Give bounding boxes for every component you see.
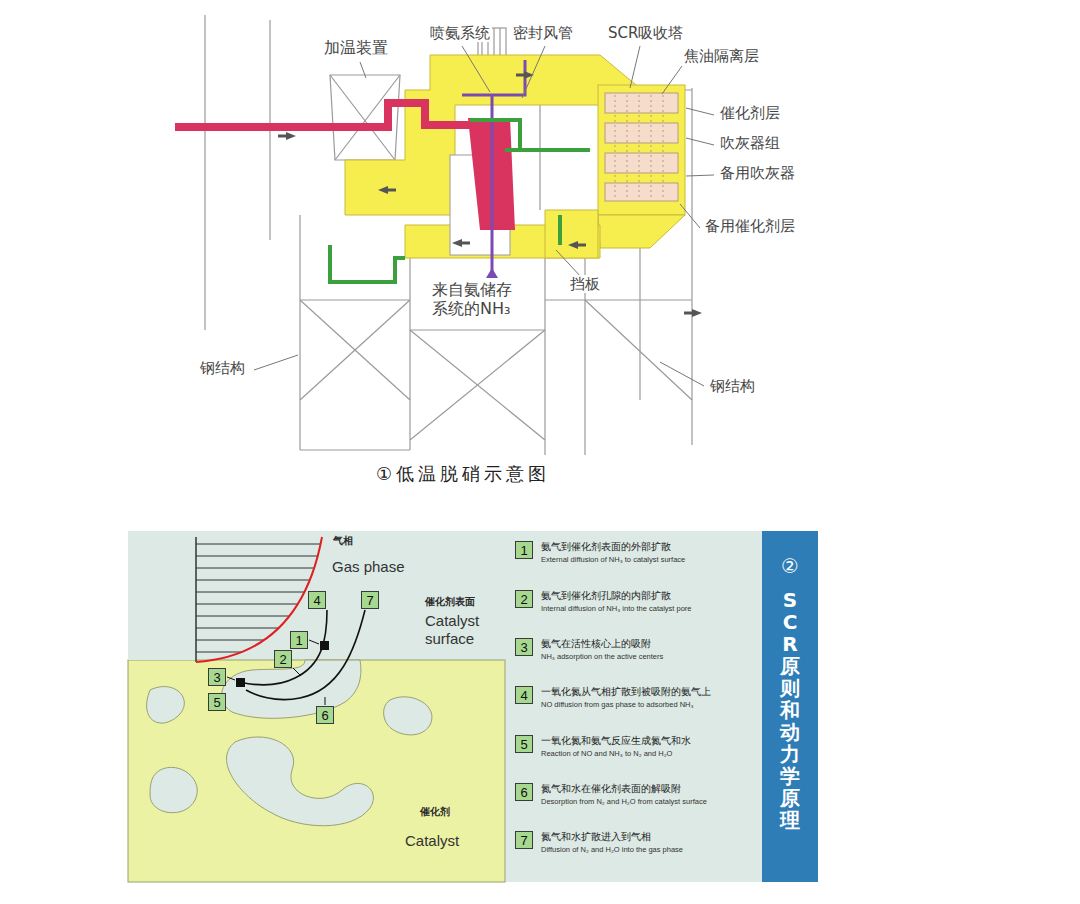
step-description: 氨气到催化剂表面的外部扩散: [541, 541, 671, 553]
step-number-box: 1: [290, 631, 308, 649]
step-description-en: Reaction of NO and NH₃ to N₂ and H₂O: [541, 749, 759, 758]
step-number: 7: [520, 834, 527, 847]
step-description: 氮气和水扩散进入到气相: [541, 831, 651, 843]
step-number: 4: [520, 689, 527, 702]
step-number-box: 2: [274, 650, 292, 668]
region-label: 催化剂表面: [425, 596, 475, 608]
step-description-en: NH₃ adsorption on the active centers: [541, 652, 759, 661]
step-description: 一氧化氮从气相扩散到被吸附的氨气上: [541, 686, 711, 698]
part-label: 吹灰器组: [718, 134, 782, 152]
step-number: 3: [520, 641, 527, 654]
step-number: 5: [520, 738, 527, 751]
step-description: 氨气在活性核心上的吸附: [541, 638, 651, 650]
step-number-box: 3: [515, 638, 533, 656]
step-number: 4: [313, 594, 320, 607]
part-label: 钢结构: [198, 359, 247, 377]
step-number-box: 5: [515, 735, 533, 753]
region-label: 催化剂: [420, 806, 450, 818]
step-description: 氨气到催化剂孔隙的内部扩散: [541, 590, 671, 602]
part-label: 焦油隔离层: [682, 47, 761, 65]
panel-number: ②: [781, 555, 799, 577]
step-number: 1: [520, 544, 527, 557]
step-number: 7: [366, 594, 373, 607]
step-description-en: Desorption from N₂ and H₂O from catalyst…: [541, 797, 759, 806]
part-label: 喷氨系统: [428, 24, 492, 42]
part-label: 来自氨储存系统的NH₃: [430, 280, 522, 318]
part-label: 密封风管: [511, 24, 575, 42]
step-description-en: NO diffusion from gas phase to adsorbed …: [541, 700, 759, 709]
step-description-en: External diffusion of NH₃ to catalyst su…: [541, 555, 759, 564]
step-number: 2: [520, 593, 527, 606]
part-label: 钢结构: [708, 377, 757, 395]
step-number-box: 3: [208, 668, 226, 686]
step-number-box: 6: [515, 783, 533, 801]
step-number-box: 4: [308, 591, 326, 609]
part-label: 加温装置: [322, 38, 390, 57]
region-label: Catalyst: [405, 832, 459, 850]
step-description: 一氧化氮和氨气反应生成氮气和水: [541, 735, 691, 747]
step-description: 氮气和水在催化剂表面的解吸附: [541, 783, 681, 795]
step-number-box: 1: [515, 541, 533, 559]
step-number: 2: [279, 653, 286, 666]
step-number: 6: [520, 786, 527, 799]
step-number-box: 4: [515, 686, 533, 704]
part-label: 备用吹灰器: [718, 164, 797, 182]
step-number-box: 7: [515, 831, 533, 849]
step-description-en: Internal diffusion of NH₃ into the catal…: [541, 604, 759, 613]
step-number-box: 7: [361, 591, 379, 609]
step-number: 1: [295, 634, 302, 647]
part-label: 挡板: [568, 275, 602, 293]
region-label: Catalyst surface: [425, 612, 505, 648]
part-label: SCR吸收塔: [606, 24, 685, 42]
part-label: 催化剂层: [718, 104, 782, 122]
step-number-box: 5: [208, 693, 226, 711]
step-description-en: Diffusion of N₂ and H₂O into the gas pha…: [541, 845, 759, 854]
title-band: ② SCR原则和动力学原理: [762, 531, 818, 882]
region-label: 气相: [333, 535, 353, 547]
step-number-box: 6: [316, 706, 334, 724]
step-number: 6: [321, 709, 328, 722]
step-number: 3: [213, 671, 220, 684]
region-label: Gas phase: [332, 558, 405, 576]
step-number-box: 2: [515, 590, 533, 608]
part-label: 备用催化剂层: [703, 217, 797, 235]
figure-caption: ①低温脱硝示意图: [376, 462, 550, 486]
vertical-title: SCR原则和动力学原理: [780, 589, 800, 831]
step-number: 5: [213, 696, 220, 709]
